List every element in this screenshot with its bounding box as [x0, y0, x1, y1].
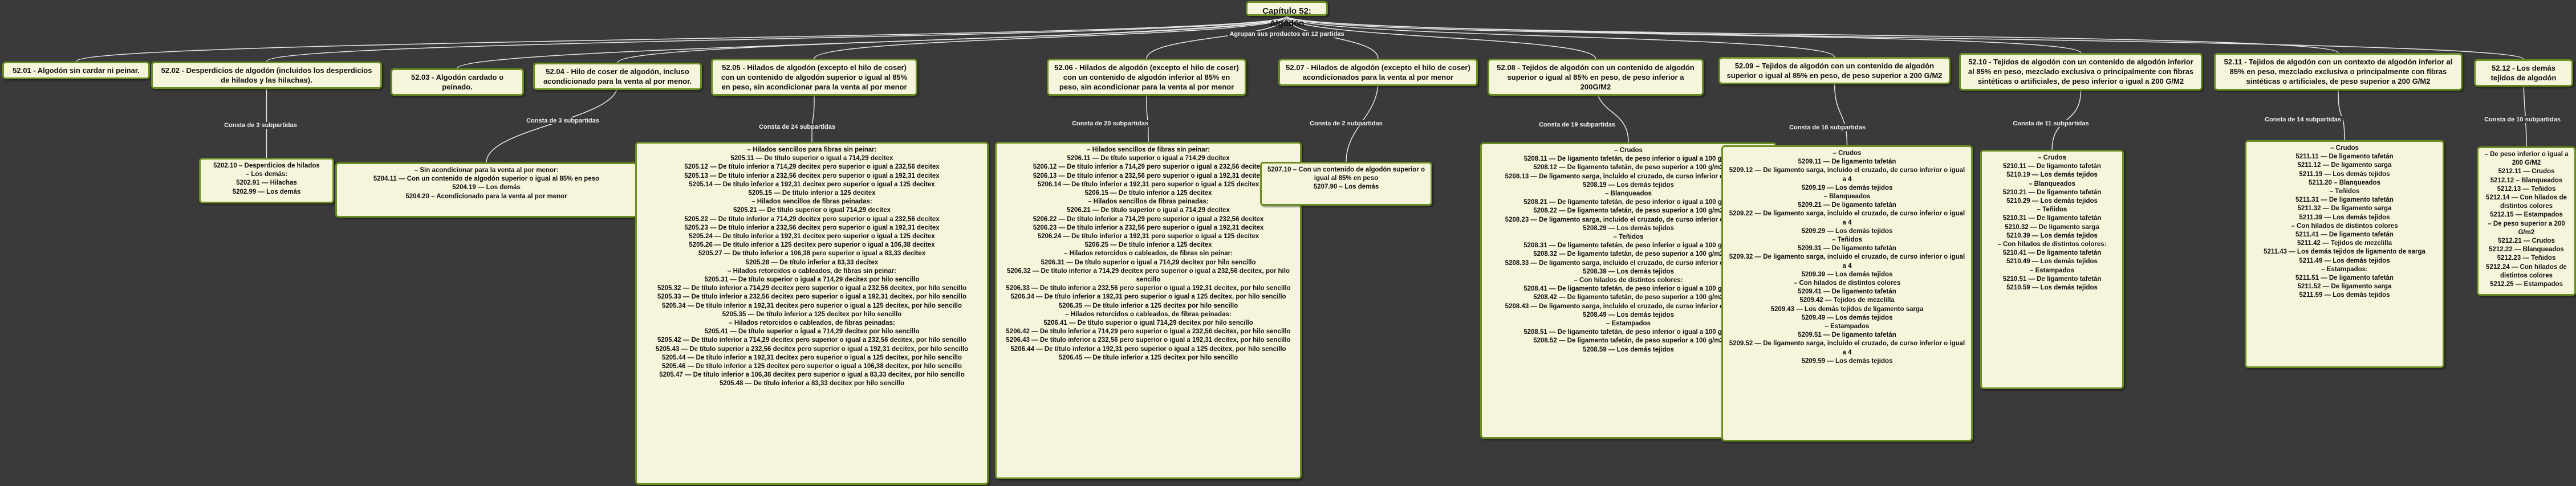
subpartidas-list-07[interactable]: 5207.10 – Con un contenido de algodón su…	[1260, 162, 1432, 206]
subpartida-count-label: Consta de 10 subpartidas	[2482, 116, 2562, 123]
subpartida-connector-5	[811, 95, 815, 142]
root-connector-11	[1286, 15, 2339, 54]
root-connector-6	[1146, 15, 1287, 59]
partida-06-node[interactable]: 52.06 - Hilados de algodón (excepto el h…	[1047, 59, 1246, 96]
root-edge-label: Agrupan sus productos en 12 partidas	[1228, 31, 1346, 38]
subpartidas-list-04[interactable]: – Sin acondicionar para la venta al por …	[335, 162, 637, 218]
partida-08-node[interactable]: 52.08 - Tejidos de algodón con un conten…	[1488, 59, 1704, 96]
root-connector-8	[1286, 15, 1596, 59]
partida-11-node[interactable]: 52.11 - Tejidos de algodón con un contex…	[2214, 53, 2463, 91]
partida-03-node[interactable]: 52.03 - Algodón cardado o peinado.	[391, 68, 524, 96]
subpartida-count-label: Consta de 14 subpartidas	[2263, 116, 2343, 123]
subpartidas-list-02[interactable]: 5202.10 – Desperdicios de hilados – Los …	[199, 158, 334, 203]
subpartida-count-label: Consta de 20 subpartidas	[1070, 120, 1150, 127]
partida-01-node[interactable]: 52.01 - Algodón sin cardar ni peinar.	[2, 62, 150, 79]
subpartida-count-label: Consta de 16 subpartidas	[1787, 124, 1867, 131]
subpartidas-list-10[interactable]: – Crudos 5210.11 — De ligamento tafetán …	[1980, 150, 2124, 389]
subpartida-connector-6	[1146, 95, 1149, 142]
subpartida-count-label: Consta de 2 subpartidas	[1308, 120, 1384, 127]
partida-02-node[interactable]: 52.02 - Desperdicios de algodón (incluid…	[151, 62, 382, 89]
partida-10-node[interactable]: 52.10 - Tejidos de algodón con un conten…	[1959, 53, 2203, 91]
partida-05-node[interactable]: 52.05 - Hilados de algodón (excepto el h…	[711, 59, 917, 96]
subpartidas-list-06[interactable]: – Hilados sencillos de fibras sin peinar…	[995, 142, 1302, 479]
partida-09-node[interactable]: 52.09 – Tejidos de algodón con un conten…	[1718, 57, 1951, 84]
subpartida-count-label: Consta de 24 subpartidas	[757, 124, 837, 130]
subpartida-count-label: Consta de 19 subpartidas	[1537, 121, 1617, 128]
subpartida-count-label: Consta de 3 subpartidas	[525, 117, 601, 124]
root-connector-9	[1286, 15, 1835, 58]
partida-04-node[interactable]: 52.04 - Hilo de coser de algodón, inclus…	[533, 63, 702, 90]
subpartidas-list-12[interactable]: – De peso inferior o igual a 200 G/M2 52…	[2477, 146, 2576, 296]
root-node[interactable]: Capítulo 52: Algodón	[1246, 1, 1328, 28]
subpartida-count-label: Consta de 3 subpartidas	[222, 122, 299, 129]
partida-12-node[interactable]: 52.12 - Los demás tejidos de algodón	[2474, 59, 2573, 87]
root-connector-1	[75, 15, 1287, 62]
subpartida-connector-11	[2338, 90, 2345, 141]
root-connector-4	[617, 15, 1287, 63]
root-connector-2	[266, 15, 1287, 62]
partida-07-node[interactable]: 52.07 - Hilados de algodón (excepto el h…	[1278, 59, 1478, 86]
root-connector-10	[1286, 15, 2082, 54]
subpartidas-list-11[interactable]: – Crudos 5211.11 — De ligamento tafetán …	[2245, 140, 2444, 368]
root-connector-12	[1286, 15, 2524, 60]
subpartidas-list-05[interactable]: – Hilados sencillos para fibras sin pein…	[635, 142, 989, 485]
root-connector-5	[814, 15, 1287, 59]
subpartida-connector-9	[1834, 82, 1848, 146]
subpartidas-list-09[interactable]: – Crudos 5209.11 — De ligamento tafetán …	[1721, 145, 1973, 442]
subpartida-count-label: Consta de 11 subpartidas	[2011, 120, 2091, 127]
